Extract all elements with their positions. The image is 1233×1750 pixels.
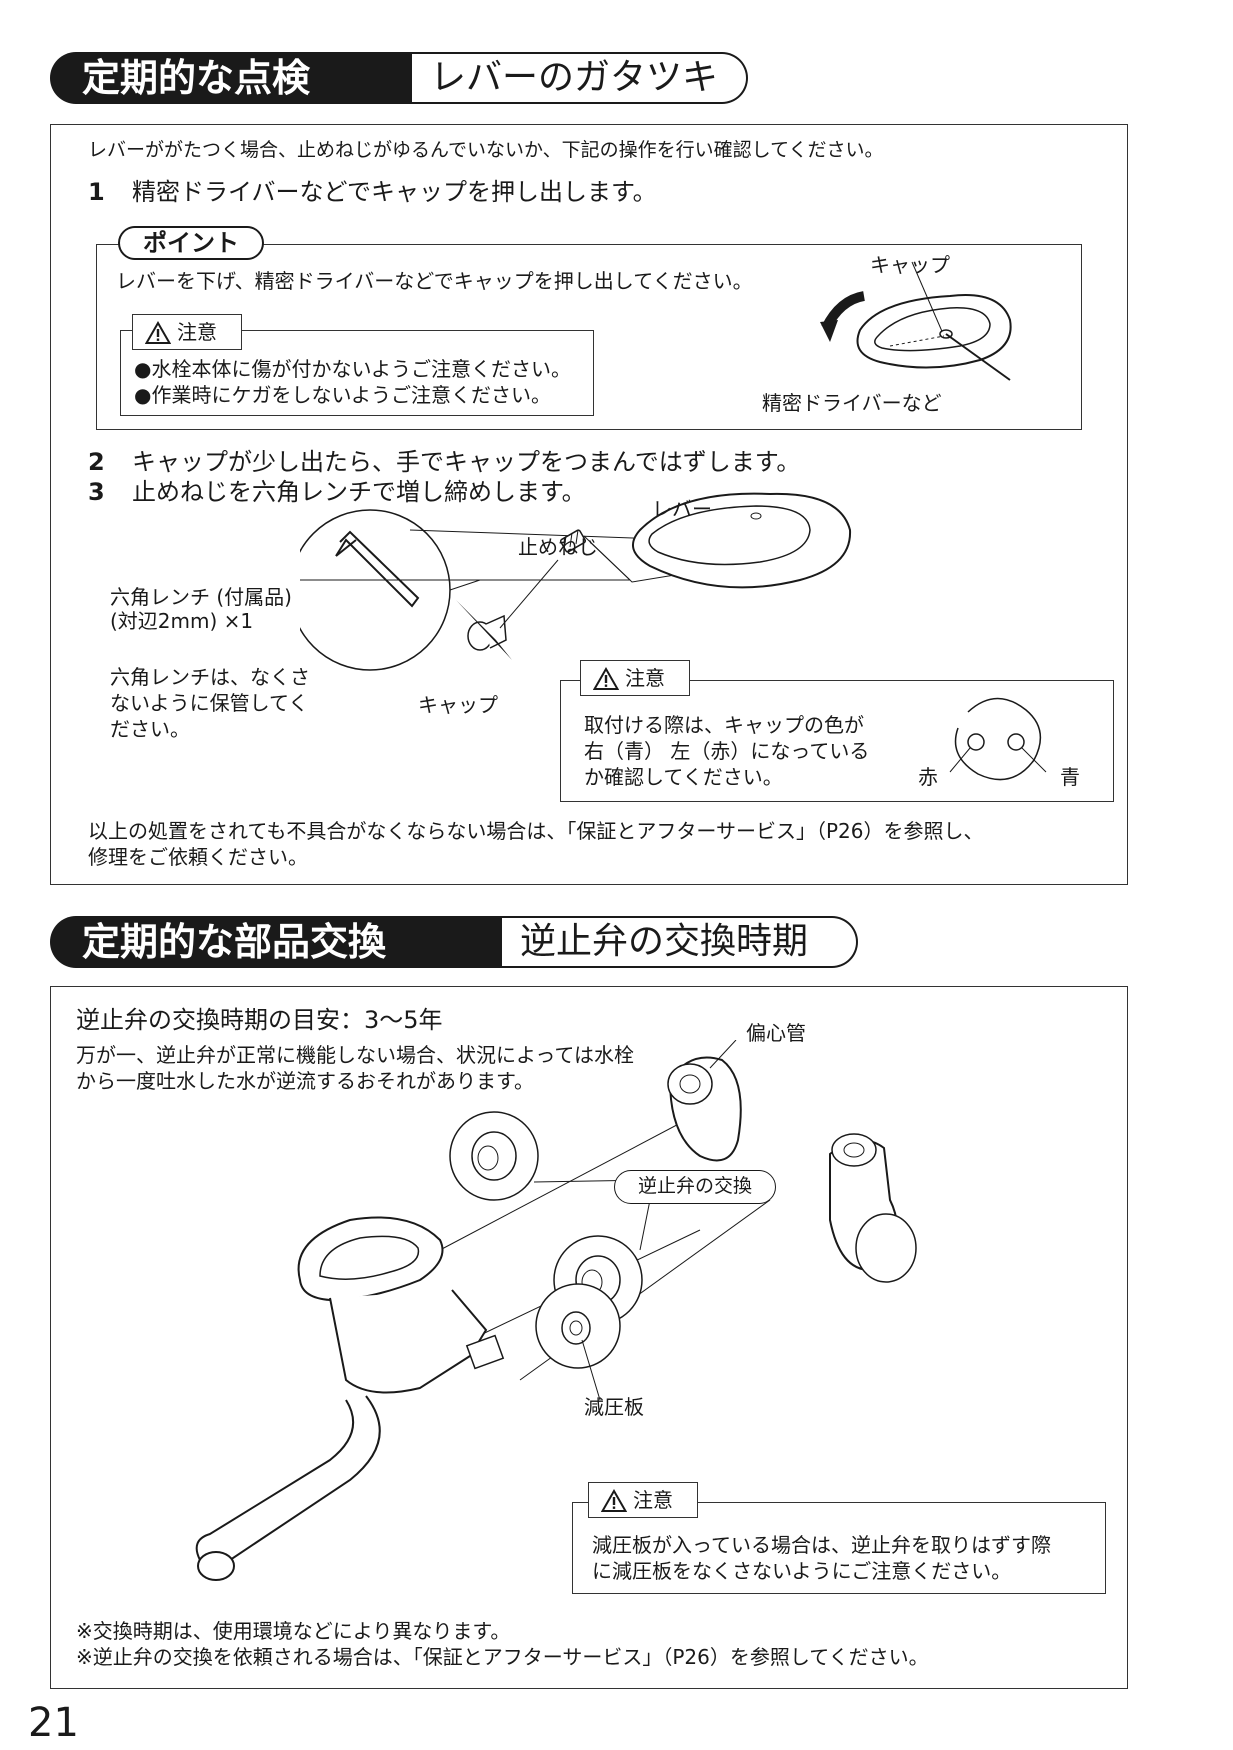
reducer-caution-line: 減圧板が入っている場合は、逆止弁を取りはずす際 (592, 1533, 1051, 1557)
caution-label: 注意 (625, 666, 665, 690)
step-text: キャップが少し出たら、手でキャップをつまんではずします。 (132, 448, 801, 476)
reducer-plate-icon (535, 1283, 621, 1401)
section1-footer: 修理をご依頼ください。 (88, 845, 308, 869)
page-number: 21 (28, 1700, 79, 1746)
fig-label-screw: 止めねじ (518, 535, 598, 559)
step-number: 1 (88, 178, 105, 206)
wrench-zoom-circle (300, 509, 451, 671)
reducer-caution-line: に減圧板をなくさないようにご注意ください。 (592, 1559, 1012, 1583)
section2-subtitle: 逆止弁の交換時期 (502, 916, 858, 968)
step-3: 3 止めねじを六角レンチで増し締めします。 (88, 476, 586, 508)
wrench-size-label: (対辺2mm) ×1 (110, 609, 254, 633)
point-caution-box (120, 330, 594, 416)
wrench-label: 六角レンチ (付属品) (110, 585, 292, 609)
section2-frame (50, 986, 1128, 1689)
point-box (96, 244, 1082, 430)
lever-cap-illustration (820, 261, 1012, 381)
set-screw-icon (559, 529, 587, 553)
point-caution-item: ●水栓本体に傷が付かないようご注意ください。 (134, 357, 572, 381)
warning-icon (601, 1489, 627, 1512)
cap-color-caution-line: 取付ける際は、キャップの色が (584, 713, 864, 737)
step-1: 1 精密ドライバーなどでキャップを押し出します。 (88, 176, 657, 208)
fig-label-check-valve: 逆止弁の交換 (614, 1170, 776, 1204)
hex-wrench-icon (335, 530, 420, 608)
cap-color-diagram (949, 697, 1047, 781)
cap-icon (467, 614, 507, 651)
cap-color-caution-line: 右（青） 左（赤）になっている (584, 739, 870, 763)
section2-title: 定期的な部品交換 (50, 916, 502, 968)
warning-icon (593, 667, 619, 690)
step-number: 3 (88, 478, 105, 506)
check-valve-upper-icon (449, 1111, 539, 1201)
step-number: 2 (88, 448, 105, 476)
reducer-caution-tag: 注意 (588, 1482, 698, 1518)
point-label: ポイント (118, 226, 264, 260)
fig-label-lever: レバー (652, 497, 712, 521)
section2-desc: 万が一、逆止弁が正常に機能しない場合、状況によっては水栓 (76, 1043, 634, 1067)
fig-label-driver: 精密ドライバーなど (762, 391, 942, 415)
caution-label: 注意 (177, 320, 217, 344)
red-label: 赤 (918, 765, 938, 789)
fig-label-eccentric: 偏心管 (746, 1021, 806, 1045)
fig-label-cap: キャップ (418, 693, 498, 717)
eccentric-pipe-right-icon (829, 1133, 917, 1283)
reducer-caution-box (572, 1502, 1106, 1594)
keep-note: ださい。 (110, 717, 190, 741)
section1-footer: 以上の処置をされても不具合がなくならない場合は、「保証とアフターサービス」（P2… (88, 819, 984, 843)
section1-title: 定期的な点検 (50, 52, 412, 104)
lever-screw-illustration (300, 492, 852, 671)
section1-intro: レバーががたつく場合、止めねじがゆるんでいないか、下記の操作を行い確認してくださ… (88, 139, 884, 161)
point-text: レバーを下げ、精密ドライバーなどでキャップを押し出してください。 (116, 269, 753, 293)
section1-subtitle: レバーのガタツキ (412, 52, 748, 104)
section2-note: ※交換時期は、使用環境などにより異なります。 (76, 1619, 511, 1643)
point-caution-item: ●作業時にケガをしないようご注意ください。 (134, 383, 552, 407)
lever-icon (631, 492, 852, 589)
cap-color-caution-line: か確認してください。 (584, 765, 783, 789)
cap-color-caution-box (560, 680, 1114, 802)
point-caution-tag: 注意 (132, 314, 242, 350)
cap-color-caution-tag: 注意 (580, 660, 690, 696)
keep-note: ないように保管してく (110, 691, 309, 715)
step-2: 2 キャップが少し出たら、手でキャップをつまんではずします。 (88, 446, 800, 478)
caution-label: 注意 (633, 1488, 673, 1512)
fig-label-reducer: 減圧板 (584, 1395, 644, 1419)
section1-frame (50, 124, 1128, 885)
faucet-exploded-illustration (195, 1040, 917, 1581)
section2-heading: 逆止弁の交換時期の目安：3～5年 (76, 1006, 443, 1034)
faucet-body-icon (195, 1216, 505, 1581)
section2-desc: から一度吐水した水が逆流するおそれがあります。 (76, 1069, 534, 1093)
warning-icon (145, 321, 171, 344)
blue-label: 青 (1060, 765, 1080, 789)
section2-note: ※逆止弁の交換を依頼される場合は、「保証とアフターサービス」（P26）を参照して… (76, 1645, 929, 1669)
fig-label-cap: キャップ (870, 253, 950, 277)
step-text: 精密ドライバーなどでキャップを押し出します。 (132, 178, 657, 206)
keep-note: 六角レンチは、なくさ (110, 665, 310, 689)
step-text: 止めねじを六角レンチで増し締めします。 (132, 478, 586, 506)
eccentric-pipe-upper-icon (667, 1056, 742, 1162)
